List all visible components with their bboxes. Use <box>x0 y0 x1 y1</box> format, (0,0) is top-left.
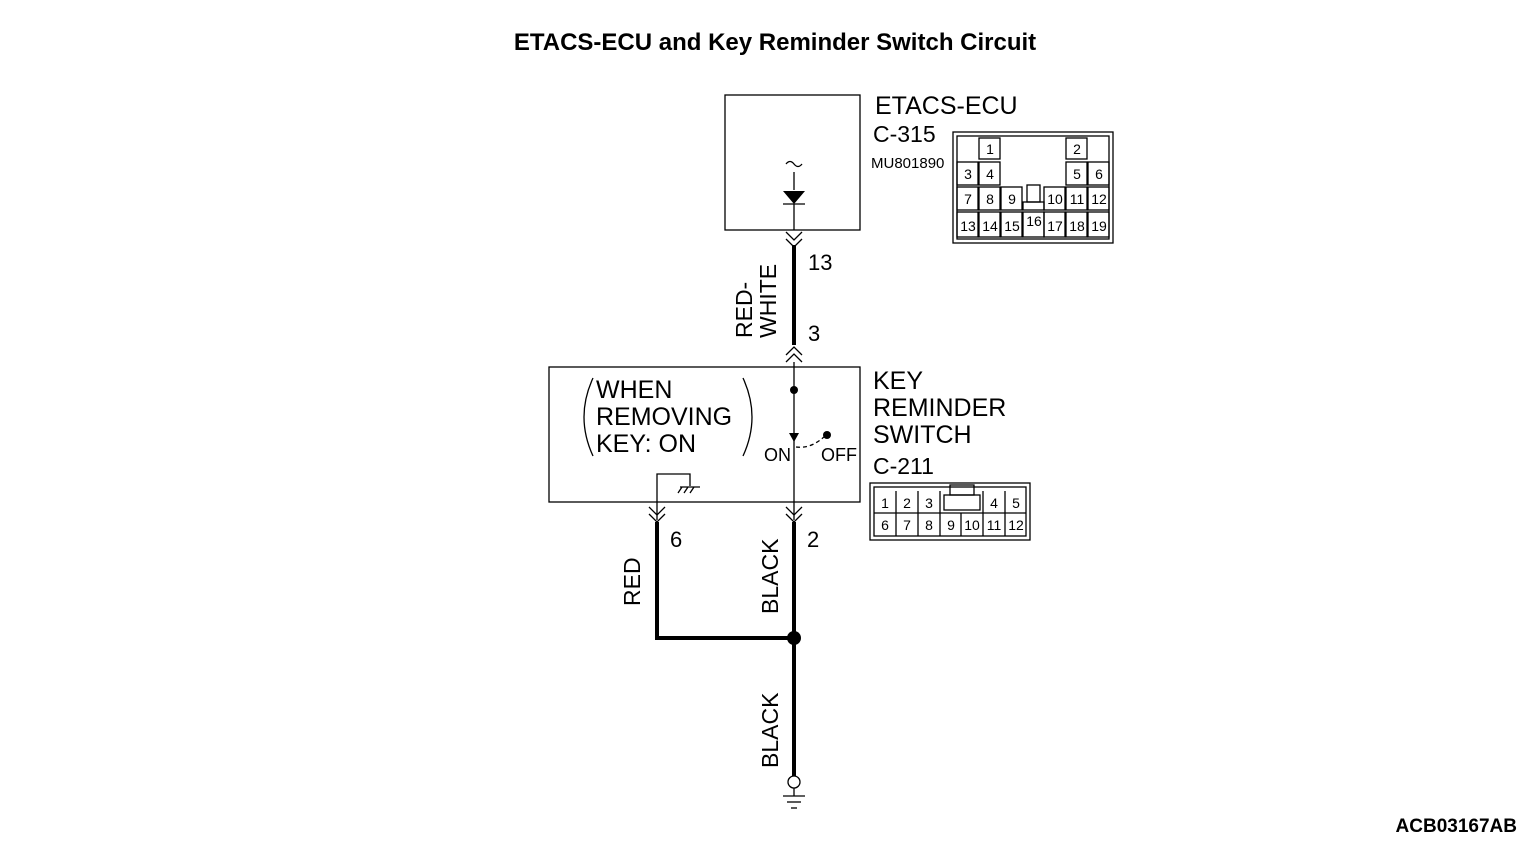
connector-chevron-icon <box>785 231 803 248</box>
etacs-pin-13: 13 <box>960 218 976 234</box>
etacs-connector-face: 1 2 3 4 5 6 7 8 9 10 11 12 13 14 15 16 1… <box>952 131 1114 244</box>
etacs-pin-16: 16 <box>1026 213 1042 229</box>
switch-pin-1: 1 <box>881 495 889 511</box>
etacs-pin-11: 11 <box>1070 191 1085 207</box>
internal-ground-lead <box>656 473 691 520</box>
etacs-pin-13-label: 13 <box>808 250 832 275</box>
diagram-title: ETACS-ECU and Key Reminder Switch Circui… <box>514 29 1036 56</box>
etacs-pin-8: 8 <box>986 191 994 207</box>
etacs-pin-10: 10 <box>1047 191 1063 207</box>
switch-connector-label: C-211 <box>873 453 934 479</box>
etacs-pin-3: 3 <box>964 166 972 182</box>
etacs-pin-14: 14 <box>982 218 998 234</box>
diode-icon <box>783 191 805 204</box>
figure-id: ACB03167AB <box>1396 816 1517 837</box>
wire-label-black-upper: BLACK <box>757 538 783 614</box>
etacs-pin-1: 1 <box>986 141 994 157</box>
switch-name-line2: REMINDER <box>873 394 1006 422</box>
etacs-part-number: MU801890 <box>871 155 944 172</box>
switch-pin-7: 7 <box>903 517 911 533</box>
source-tilde-icon <box>785 160 803 168</box>
ground-icon <box>783 788 805 809</box>
switch-pin-4: 4 <box>990 495 998 511</box>
connector-chevron-icon <box>785 346 803 363</box>
switch-name-line1: KEY <box>873 367 923 395</box>
etacs-pin-2: 2 <box>1073 141 1081 157</box>
switch-note-line3: KEY: ON <box>596 430 696 458</box>
etacs-ecu-label: ETACS-ECU <box>875 92 1018 120</box>
switch-note-line1: WHEN <box>596 376 672 404</box>
switch-pin-2-label: 2 <box>807 527 819 552</box>
switch-pin-11: 11 <box>987 517 1002 533</box>
switch-off-label: OFF <box>821 445 857 465</box>
etacs-pin-6: 6 <box>1095 166 1103 182</box>
etacs-pin-15: 15 <box>1004 218 1020 234</box>
switch-connector-face: 1 2 3 4 5 6 7 8 9 10 11 12 <box>869 482 1031 541</box>
switch-name-line3: SWITCH <box>873 421 972 449</box>
wire-label-red: RED <box>619 557 645 606</box>
wire-label-black-lower: BLACK <box>757 692 783 768</box>
switch-on-label: ON <box>764 445 791 465</box>
switch-note-line2: REMOVING <box>596 403 732 431</box>
etacs-pin-9: 9 <box>1008 191 1016 207</box>
switch-contact-icon <box>789 433 799 442</box>
etacs-pin-7: 7 <box>964 191 972 207</box>
wire-red <box>655 522 794 640</box>
note-left-paren <box>583 377 594 457</box>
switch-pin-3-label: 3 <box>808 321 820 346</box>
etacs-pin-17: 17 <box>1047 218 1063 234</box>
etacs-pin-5: 5 <box>1073 166 1081 182</box>
switch-off-terminal <box>823 431 831 439</box>
switch-pin-9: 9 <box>947 517 955 533</box>
switch-pin-10: 10 <box>964 517 980 533</box>
wire-label-red-white-1: RED- <box>731 282 757 338</box>
switch-pin-2: 2 <box>903 495 911 511</box>
etacs-connector-label: C-315 <box>873 121 936 147</box>
switch-pin-5: 5 <box>1012 495 1020 511</box>
note-right-paren <box>742 377 753 457</box>
etacs-pin-19: 19 <box>1091 218 1107 234</box>
switch-pin-6: 6 <box>881 517 889 533</box>
junction-dot <box>790 386 798 394</box>
etacs-pin-4: 4 <box>986 166 994 182</box>
wire-label-red-white-2: WHITE <box>755 264 781 338</box>
etacs-pin-12: 12 <box>1091 191 1107 207</box>
chassis-ground-icon <box>677 486 700 494</box>
key-reminder-switch-box <box>548 366 861 503</box>
switch-lever <box>795 434 827 448</box>
switch-pin-3: 3 <box>925 495 933 511</box>
ground-terminal-icon <box>787 775 801 789</box>
switch-pin-6-label: 6 <box>670 527 682 552</box>
switch-pin-12: 12 <box>1008 517 1024 533</box>
etacs-pin-18: 18 <box>1069 218 1085 234</box>
switch-pin-8: 8 <box>925 517 933 533</box>
